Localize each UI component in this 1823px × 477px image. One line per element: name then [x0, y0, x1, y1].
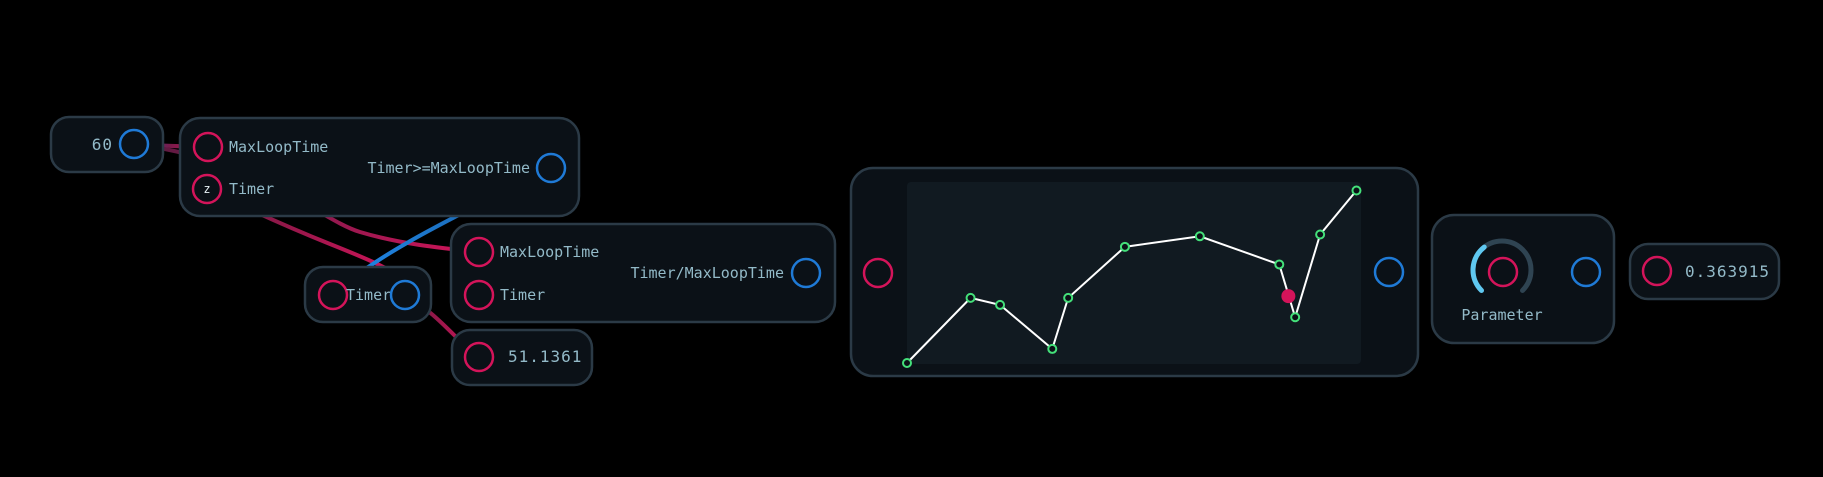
compare-output-port[interactable] — [535, 152, 567, 184]
timer-display-node[interactable]: 51.1361 — [450, 328, 594, 387]
curve-point[interactable] — [965, 292, 976, 303]
parameter-output-port[interactable] — [1570, 256, 1602, 288]
compare-timer-badge: z — [203, 182, 210, 196]
parameter-input-port[interactable] — [1487, 256, 1519, 288]
curve-playhead-marker — [1281, 289, 1296, 304]
result-display-value: 0.363915 — [1685, 262, 1770, 281]
compare-output-label: Timer>=MaxLoopTime — [367, 159, 530, 177]
constant-output-port[interactable] — [118, 128, 150, 160]
compare-input-timer-label: Timer — [229, 180, 274, 198]
curve-point[interactable] — [1047, 343, 1058, 354]
parameter-node-body — [1430, 213, 1616, 345]
divide-input-timer-port[interactable] — [463, 279, 495, 311]
timer-display-value: 51.1361 — [508, 347, 582, 366]
timer-node[interactable]: Timer — [303, 265, 433, 324]
timer-reset-input-port[interactable] — [317, 279, 349, 311]
curve-point[interactable] — [1119, 241, 1130, 252]
parameter-node[interactable]: Parameter — [1430, 213, 1616, 345]
curve-point[interactable] — [995, 299, 1006, 310]
compare-input-maxlooptime-label: MaxLoopTime — [229, 138, 328, 156]
compare-input-maxlooptime-port[interactable] — [192, 131, 224, 163]
timer-label: Timer — [346, 286, 391, 304]
plot-output-port[interactable] — [1373, 256, 1405, 288]
knob-level-arc[interactable] — [1470, 244, 1487, 294]
result-display-node[interactable]: 0.363915 — [1628, 242, 1781, 301]
divide-input-maxlooptime-port[interactable] — [463, 236, 495, 268]
divide-input-timer-label: Timer — [500, 286, 545, 304]
compare-node-body — [178, 116, 581, 218]
divide-input-maxlooptime-label: MaxLoopTime — [500, 243, 599, 261]
constant-node[interactable]: 60 — [49, 115, 165, 174]
compare-input-timer-port[interactable] — [191, 173, 223, 205]
divide-output-label: Timer/MaxLoopTime — [630, 264, 784, 282]
curve-plot-node[interactable] — [849, 166, 1420, 378]
timer-display-body — [450, 328, 594, 387]
divide-output-port[interactable] — [790, 257, 822, 289]
plot-area[interactable] — [907, 182, 1361, 364]
constant-value: 60 — [92, 135, 113, 154]
plot-marks — [902, 185, 1362, 368]
curve-point[interactable] — [1351, 185, 1362, 196]
result-display-body — [1628, 242, 1781, 301]
parameter-label: Parameter — [1461, 306, 1542, 324]
curve-point[interactable] — [902, 358, 912, 368]
curve-point[interactable] — [1274, 259, 1285, 270]
curve-point[interactable] — [1315, 229, 1326, 240]
curve-point[interactable] — [1194, 231, 1205, 242]
divide-node-body — [449, 222, 837, 324]
result-display-input-port[interactable] — [1641, 255, 1673, 287]
plot-input-port[interactable] — [862, 257, 894, 289]
timer-display-input-port[interactable] — [463, 341, 495, 373]
curve-point[interactable] — [1063, 292, 1074, 303]
curve-point[interactable] — [1290, 312, 1301, 323]
divide-node[interactable]: MaxLoopTime Timer Timer/MaxLoopTime — [449, 222, 837, 324]
compare-node[interactable]: MaxLoopTime z Timer Timer>=MaxLoopTime — [178, 116, 581, 218]
timer-output-port[interactable] — [389, 279, 421, 311]
